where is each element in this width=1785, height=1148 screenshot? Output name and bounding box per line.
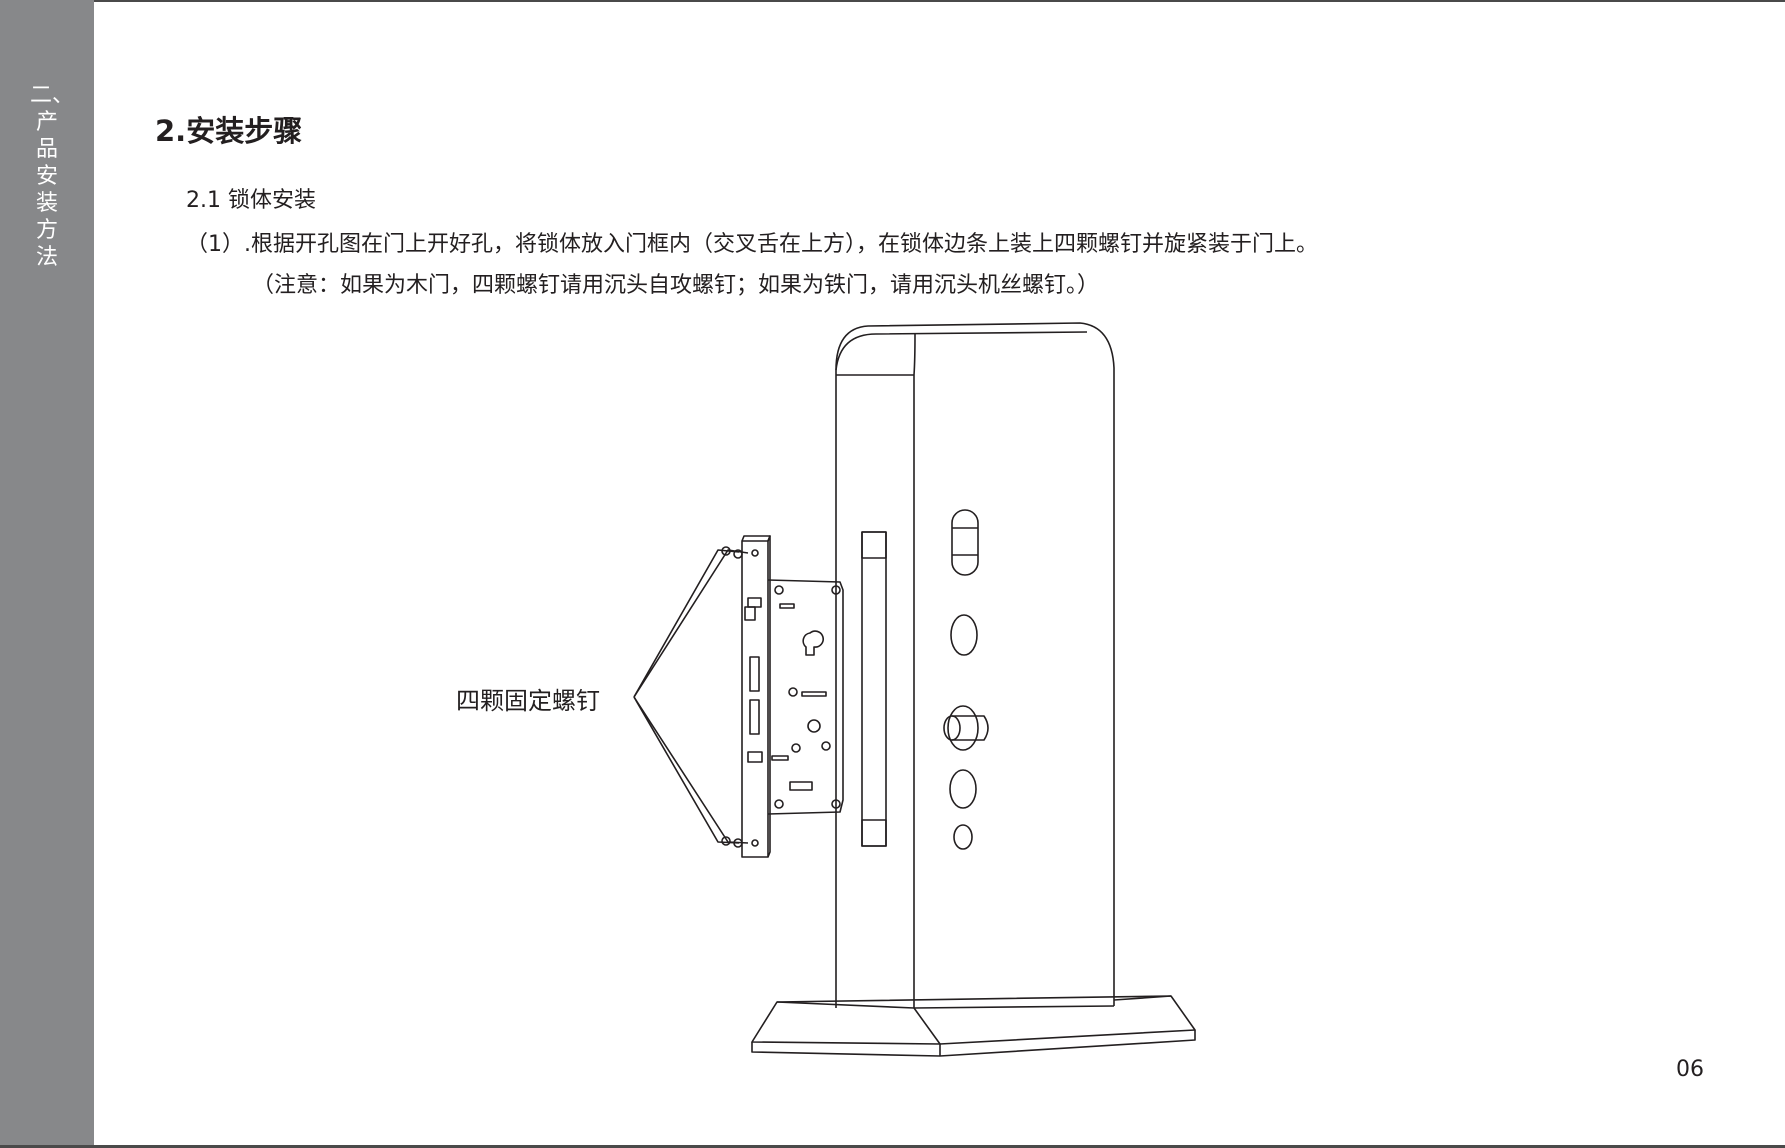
- subsection-title: 2.1 锁体安装: [186, 188, 316, 213]
- screw-callout-label: 四颗固定螺钉: [456, 687, 600, 715]
- top-border: [0, 0, 1785, 2]
- chapter-sidebar: 二、产品安装方法: [0, 0, 94, 1148]
- callout-leader-lines: [633, 549, 749, 844]
- page-number: 06: [1676, 1057, 1704, 1082]
- section-title: 2.安装步骤: [155, 114, 303, 148]
- step-instruction: （1）.根据开孔图在门上开好孔，将锁体放入门框内（交叉舌在上方），在锁体边条上装…: [186, 232, 1318, 257]
- door-illustration: [751, 322, 1196, 1057]
- mortise-lock-illustration: [741, 535, 844, 858]
- step-note: （注意：如果为木门，四颗螺钉请用沉头自攻螺钉；如果为铁门，请用沉头机丝螺钉。）: [252, 273, 1100, 298]
- screw-icons: [721, 546, 841, 848]
- bottom-border: [0, 1145, 1785, 1148]
